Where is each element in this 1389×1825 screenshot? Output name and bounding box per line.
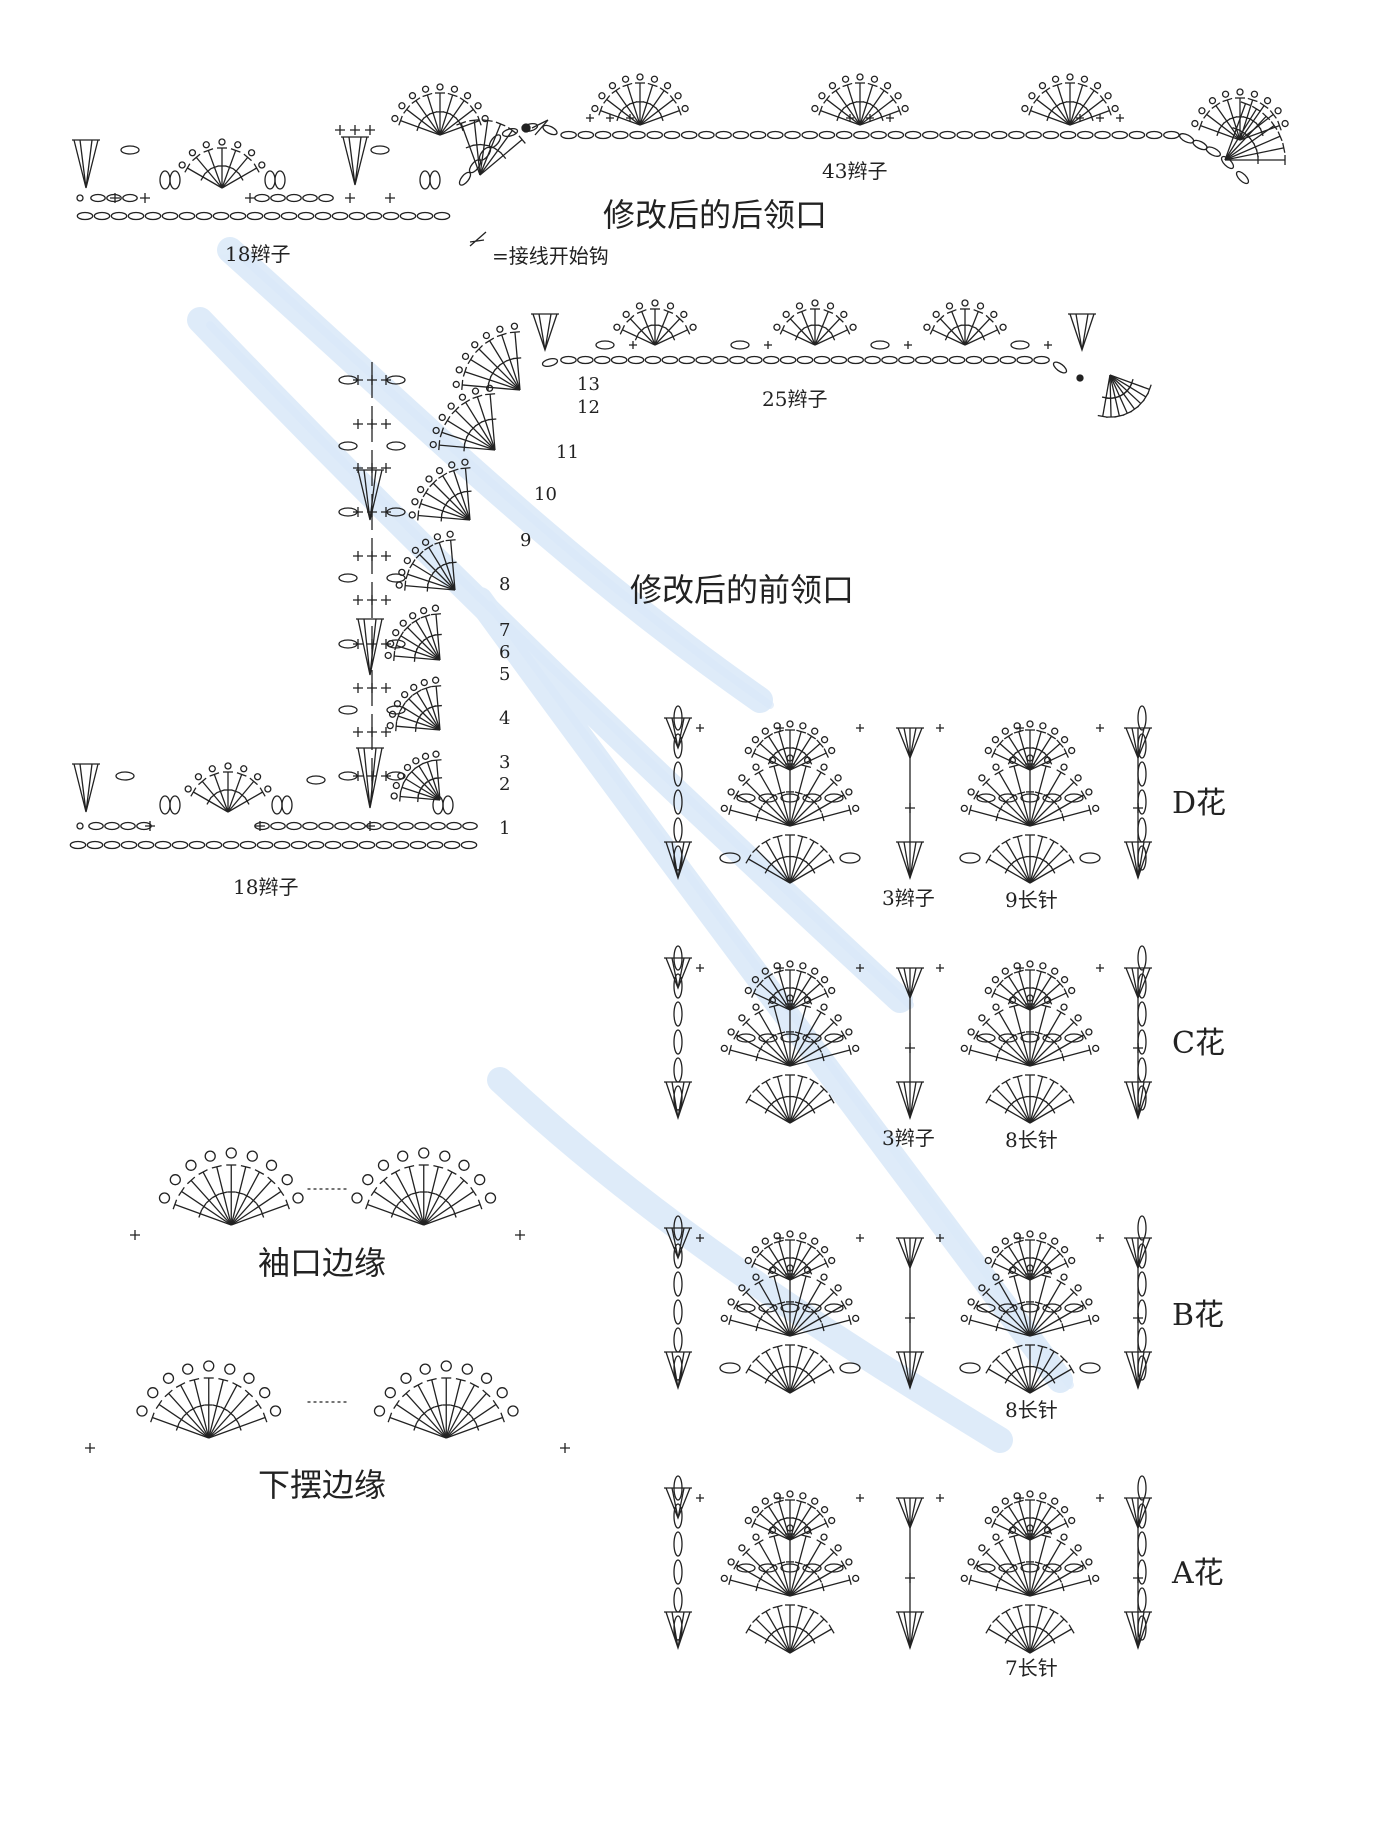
row-num-12: 12 <box>577 397 600 418</box>
row-num-7: 7 <box>499 620 511 641</box>
row-num-11: 11 <box>556 442 579 463</box>
front-neck-top-chain-label: 25辫子 <box>762 387 828 411</box>
row-num-4: 4 <box>499 708 511 729</box>
flower-a-label: A花 <box>1172 1556 1224 1591</box>
front-neck-chart <box>69 299 1152 850</box>
cuff-edge-title: 袖口边缘 <box>258 1244 387 1282</box>
row-num-5: 5 <box>499 664 511 685</box>
flower-c-note1: 3辫子 <box>882 1126 935 1150</box>
row-num-1: 1 <box>499 818 511 839</box>
row-num-13: 13 <box>577 374 600 395</box>
row-num-6: 6 <box>499 642 511 663</box>
flower-b-label: B花 <box>1172 1298 1225 1333</box>
front-neck-title: 修改后的前领口 <box>630 571 855 609</box>
cuff-edge-chart <box>130 1147 525 1240</box>
flower-c-label: C花 <box>1172 1026 1225 1061</box>
back-neck-right-chain-label: 43辫子 <box>822 159 888 183</box>
flower-b-note2: 8长针 <box>1005 1398 1058 1422</box>
back-neck-title: 修改后的后领口 <box>603 196 828 234</box>
row-num-10: 10 <box>534 484 557 505</box>
flower-d-note2: 9长针 <box>1005 888 1058 912</box>
hem-edge-chart <box>85 1360 570 1453</box>
front-neck-bottom-chain-label: 18辫子 <box>233 875 299 899</box>
join-marker-icon <box>469 231 487 247</box>
row-num-3: 3 <box>499 752 511 773</box>
flower-d-label: D花 <box>1172 786 1227 821</box>
row-num-8: 8 <box>499 574 511 595</box>
flower-c-chart <box>664 945 1152 1124</box>
join-note: =接线开始钩 <box>492 244 609 268</box>
flower-a-note2: 7长针 <box>1005 1656 1058 1680</box>
back-neck-left-chain-label: 18辫子 <box>225 242 291 266</box>
flower-b-chart <box>664 1215 1152 1394</box>
flower-d-note1: 3辫子 <box>882 886 935 910</box>
flower-d-chart <box>664 705 1152 884</box>
row-num-2: 2 <box>499 774 511 795</box>
back-neck-chart <box>72 73 1289 247</box>
row-num-9: 9 <box>520 530 532 551</box>
flower-a-chart <box>664 1475 1152 1654</box>
hem-edge-title: 下摆边缘 <box>258 1466 387 1504</box>
flower-c-note2: 8长针 <box>1005 1128 1058 1152</box>
